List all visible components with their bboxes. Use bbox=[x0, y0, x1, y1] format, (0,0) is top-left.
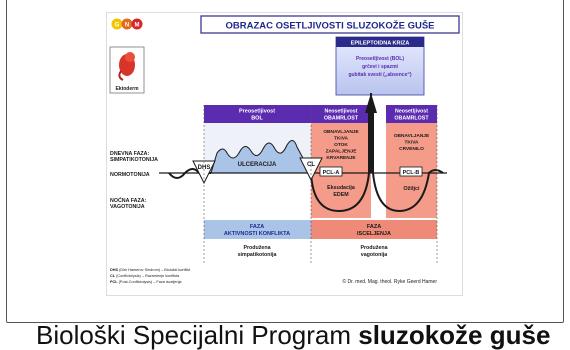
header-numbness-2 bbox=[386, 105, 437, 123]
normotonia-label: NORMOTONIJA bbox=[110, 172, 150, 178]
prolonged-symp-line-1: Produžena bbox=[243, 245, 270, 251]
ulceration-label: ULCERACIJA bbox=[238, 162, 277, 168]
logo-letter-n: N bbox=[125, 23, 129, 29]
pcl-b-label: PCL-B bbox=[403, 170, 420, 176]
prolonged-vago-line-2: vagotonija bbox=[361, 252, 388, 258]
healing-phase-line-2: ISCELJENJA bbox=[357, 231, 391, 237]
healing-text-4: ZAPALJENJE bbox=[326, 149, 358, 155]
copyright: © Dr. med. Mag. theol. Ryke Geerd Hamer bbox=[342, 278, 437, 285]
header-numbness-1 bbox=[311, 105, 371, 123]
epileptoid-title: EPILEPTOIDNA KRIZA bbox=[351, 41, 410, 47]
dhs-label: DHS bbox=[198, 165, 211, 171]
header-hyper-line-1: Preosetljivost bbox=[239, 109, 275, 115]
header-numb1-line-2: OBAMRLOST bbox=[324, 116, 359, 122]
healing-phase-bar bbox=[311, 220, 437, 239]
caption: Biološki Specijalni Program sluzokože gu… bbox=[36, 322, 550, 348]
embryo-label: Ektoderm bbox=[115, 86, 139, 92]
night-phase-line-2: VAGOTONIJA bbox=[110, 204, 145, 210]
right-text-1: OBNAVLJANJE bbox=[394, 133, 430, 139]
epileptoid-line-2: grčevi i spazmi bbox=[362, 64, 398, 70]
healing-text-3: OTOK bbox=[334, 142, 348, 148]
healing-text-2: TKIVA bbox=[334, 136, 349, 142]
healing-phase-line-1: FAZA bbox=[367, 224, 381, 230]
day-phase-line-2: SIMPATIKOTONIJA bbox=[110, 157, 158, 163]
header-numb2-line-2: OBAMRLOST bbox=[394, 116, 429, 122]
healing-curve bbox=[168, 108, 444, 213]
active-phase-line-1: FAZA bbox=[250, 224, 264, 230]
scars-label: Ožiljci bbox=[403, 186, 420, 192]
logo-letter-g: G bbox=[115, 23, 120, 29]
night-phase-line-1: NOĆNA FAZA: bbox=[110, 196, 147, 204]
gnm-logo: G N M bbox=[111, 18, 143, 30]
pcl-b-box bbox=[399, 166, 423, 177]
epileptoid-header bbox=[336, 37, 424, 47]
healing-text-1: OBNAVLJANJE bbox=[323, 129, 359, 135]
active-phase-bar bbox=[204, 220, 311, 239]
prolonged-symp-line-2: simpatikotonija bbox=[238, 252, 277, 258]
page-title: OBRAZAC OSETLJIVOSTI SLUZOKOŽE GUŠE bbox=[225, 20, 434, 32]
epileptoid-line-1: Preosetljivost (BOL) bbox=[356, 56, 404, 62]
diagram: G N M OBRAZAC OSETLJIVOSTI SLUZOKOŽE GUŠ… bbox=[109, 15, 460, 285]
slide: G N M OBRAZAC OSETLJIVOSTI SLUZOKOŽE GUŠ… bbox=[107, 13, 462, 295]
logo-letter-m: M bbox=[135, 23, 140, 29]
exudation-label-2: EDEM bbox=[333, 192, 349, 198]
embryo-icon bbox=[118, 52, 135, 81]
prolonged-vago-line-1: Produžena bbox=[360, 245, 387, 251]
epileptoid-line-3: gubitak svesti („absence“) bbox=[348, 72, 411, 78]
header-numb1-line-1: Neosetljivost bbox=[325, 109, 358, 115]
exudation-label-1: Eksudacija bbox=[327, 185, 355, 191]
caption-bold: sluzokože guše bbox=[358, 320, 551, 350]
day-phase-line-1: DNEVNA FAZA: bbox=[110, 151, 149, 157]
right-text-2: TKIVA bbox=[404, 140, 419, 146]
header-numb2-line-1: Neosetljivost bbox=[395, 109, 428, 115]
healing-column-2 bbox=[386, 112, 437, 218]
healing-text-5: KRVARENJE bbox=[326, 155, 356, 161]
title-box bbox=[200, 15, 460, 34]
pcl-a-box bbox=[319, 166, 343, 177]
active-phase-line-2: AKTIVNOSTI KONFLIKTA bbox=[224, 231, 290, 237]
caption-regular: Biološki Specijalni Program bbox=[36, 320, 359, 350]
ulceration-area bbox=[210, 140, 312, 174]
legend-cl: CL (Conflictolysis) – Razrešenje konflik… bbox=[110, 274, 180, 278]
header-hyper-line-2: BOL bbox=[251, 116, 263, 122]
legend-dhs: DHS (Dirk Hamerov Sindrom) – Biološki ko… bbox=[110, 268, 191, 272]
pcl-a-label: PCL-A bbox=[323, 170, 340, 176]
right-text-3: CRVENILO bbox=[399, 146, 424, 152]
legend-pcl: PCL (Post-Conflictolysis) – Faza iscelje… bbox=[110, 280, 182, 284]
header-hypersensitivity bbox=[204, 105, 311, 123]
